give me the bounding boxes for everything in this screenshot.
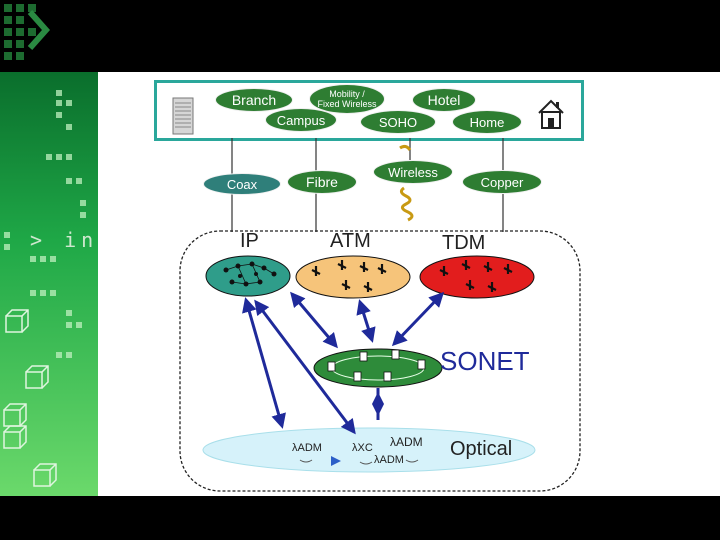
side-text: > int xyxy=(30,228,116,252)
content-panel xyxy=(98,72,720,496)
optical-label: Optical xyxy=(450,438,513,460)
building-icon xyxy=(172,97,194,135)
optical-cloud xyxy=(202,427,536,473)
house-icon xyxy=(538,99,564,129)
hotel-label: Hotel xyxy=(412,88,476,112)
mobility-label: Mobility / Fixed Wireless xyxy=(309,84,385,114)
atm-label: ATM xyxy=(330,230,371,252)
tdm-label: TDM xyxy=(442,232,486,254)
ip-links xyxy=(225,263,275,285)
oadm-bottom-label: λADM xyxy=(374,454,404,466)
campus-label: Campus xyxy=(265,108,337,132)
coax-label: Coax xyxy=(203,173,281,195)
core-network-boundary xyxy=(179,230,581,492)
soho-label: SOHO xyxy=(360,110,436,134)
wireless-label: Wireless xyxy=(373,160,453,184)
oadm-top-label: λADM xyxy=(390,435,423,449)
oxc-label: λXC xyxy=(352,442,373,454)
optical-links xyxy=(299,459,419,465)
atm-switches xyxy=(311,260,387,292)
optical-oxc-triangle xyxy=(331,456,341,466)
mobility-line2: Fixed Wireless xyxy=(317,99,377,109)
ip-cloud xyxy=(205,255,291,297)
ip-label: IP xyxy=(240,230,259,252)
interconnect-arrows xyxy=(242,291,445,435)
mobility-line1: Mobility / xyxy=(329,89,365,99)
atm-cloud xyxy=(295,255,411,299)
sonet-label: SONET xyxy=(440,346,530,376)
oadm-left-label: λADM xyxy=(292,442,322,454)
copper-label: Copper xyxy=(462,170,542,194)
branch-label: Branch xyxy=(215,88,293,112)
media-connectors xyxy=(231,138,504,232)
wireless-signal-icon xyxy=(399,144,414,222)
fibre-label: Fibre xyxy=(287,170,357,194)
pixel-decoration xyxy=(3,4,86,487)
tdm-switches xyxy=(439,260,513,292)
tdm-cloud xyxy=(419,255,535,299)
home-label: Home xyxy=(452,110,522,134)
